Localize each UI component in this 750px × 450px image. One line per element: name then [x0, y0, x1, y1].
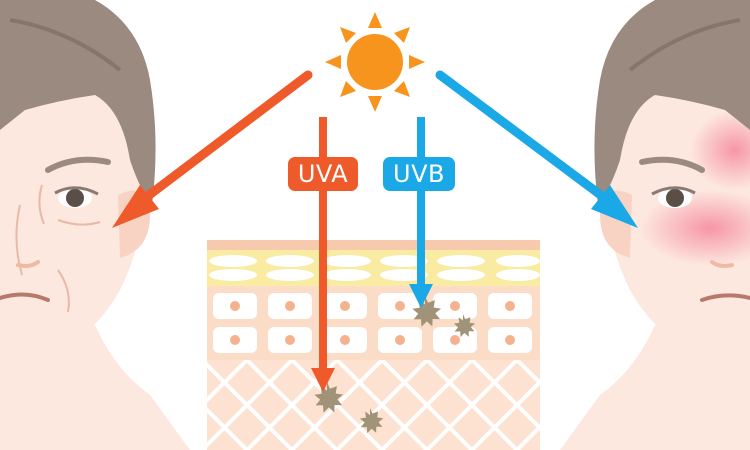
- left-smile-line: [57, 269, 70, 313]
- right-nose: [710, 260, 734, 268]
- skin-surface-layer: [207, 240, 540, 250]
- right-face-sunburn: [560, 0, 750, 450]
- sun-core: [347, 34, 403, 90]
- skin-cross-section: [207, 240, 540, 450]
- right-hair: [594, 0, 750, 205]
- left-neck: [0, 325, 190, 450]
- left-nose: [16, 260, 40, 268]
- right-mouth: [700, 293, 750, 302]
- damage-spot-icon: [359, 408, 384, 434]
- epidermis-layer: [207, 286, 540, 360]
- left-hair-strand: [9, 18, 122, 72]
- right-cheek-redness: [640, 190, 750, 266]
- right-neck: [560, 325, 750, 450]
- left-eyebrow: [45, 156, 111, 173]
- right-iris: [666, 189, 684, 207]
- left-iris: [66, 189, 84, 207]
- uvb-arrow-to-face: [435, 70, 638, 228]
- right-eyebrow: [639, 156, 705, 173]
- dermis-layer: [207, 360, 540, 450]
- left-face-aged: [0, 0, 190, 450]
- stratum-corneum-layer: [207, 250, 540, 286]
- left-hair: [0, 0, 156, 205]
- damage-spot-icon: [453, 314, 476, 337]
- stratum-corneum-cells: [209, 255, 540, 281]
- uva-label: UVA: [288, 157, 358, 191]
- left-wrinkle-1: [38, 184, 45, 225]
- left-eyelid: [54, 186, 99, 196]
- uvb-arrow-into-epidermis: [409, 117, 433, 308]
- sun-icon: [325, 12, 425, 112]
- left-wrinkle-2: [57, 219, 101, 226]
- uva-arrow-to-face: [112, 70, 313, 228]
- left-mouth: [0, 292, 50, 302]
- damage-spot-icon: [314, 382, 344, 413]
- right-hair-strand: [628, 18, 741, 72]
- left-wrinkle-3: [15, 204, 23, 276]
- right-forehead-redness: [690, 110, 750, 190]
- epidermis-cells: [213, 293, 532, 353]
- right-eyelid: [651, 186, 696, 196]
- uvb-label: UVB: [383, 157, 455, 191]
